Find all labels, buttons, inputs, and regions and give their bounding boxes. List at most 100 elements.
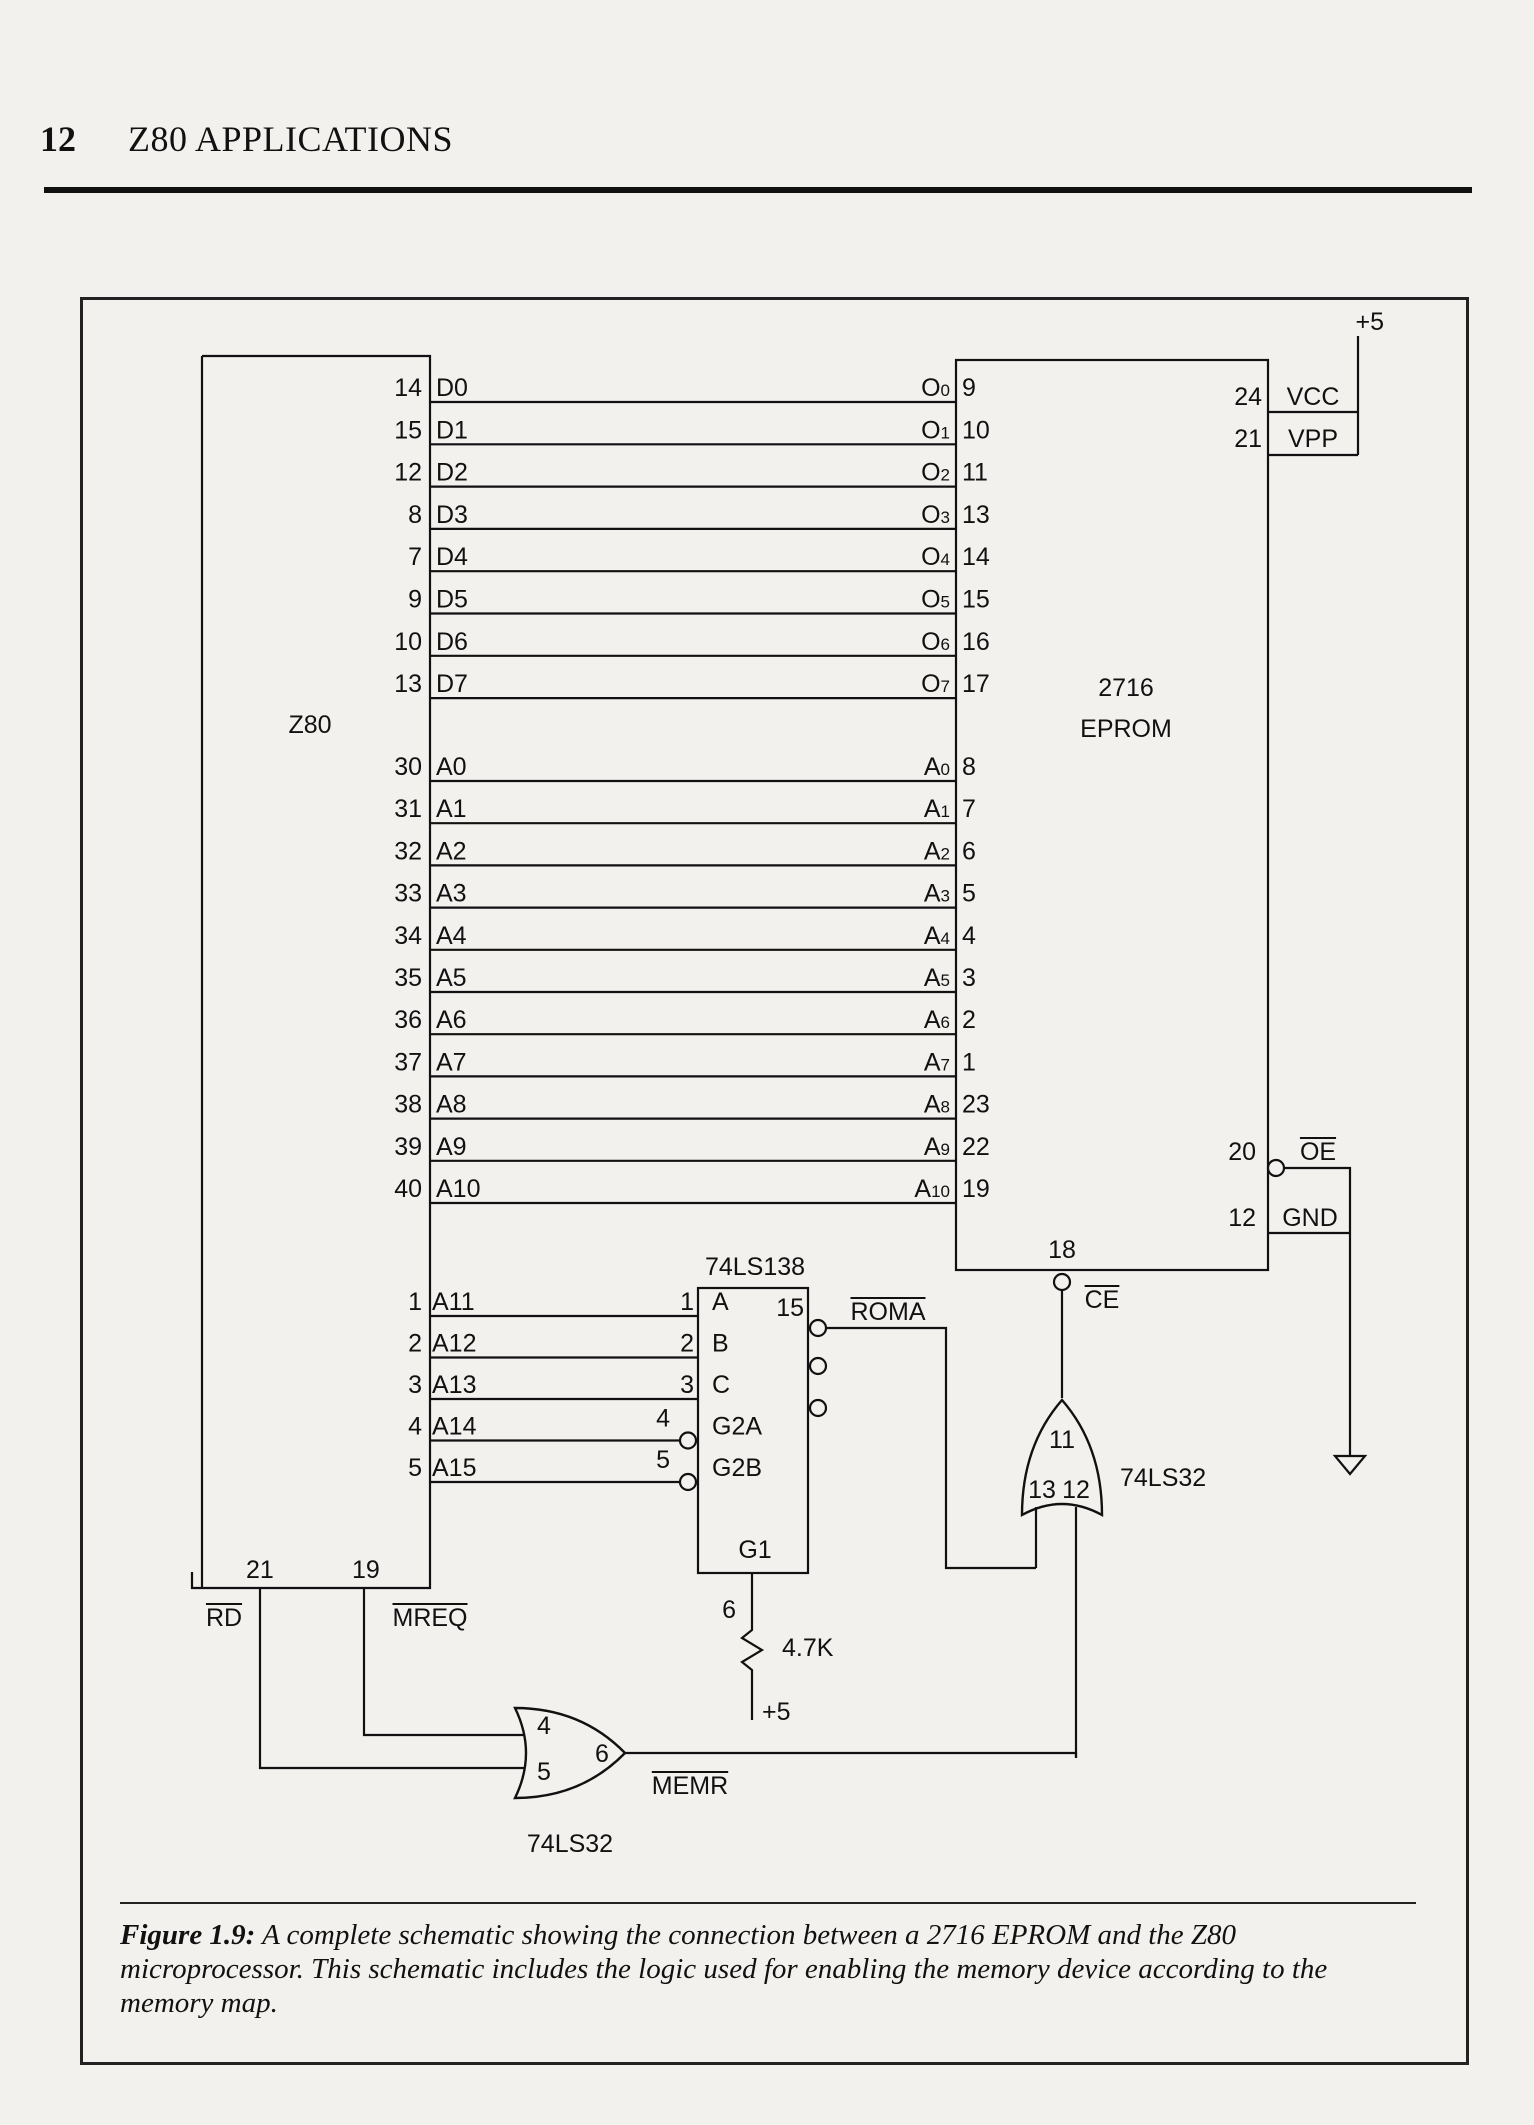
z80-addr-pin-label: A2 (436, 837, 467, 865)
gate-pin-number: 12 (1062, 1476, 1090, 1504)
decoder-pin-number: 4 (656, 1405, 670, 1433)
caption-text: A complete schematic showing the connect… (120, 1919, 1328, 2019)
vpp-label: VPP (1288, 425, 1338, 453)
eprom-data-pin-label: O5 (921, 586, 950, 614)
z80-high-addr-pin-label: A13 (432, 1371, 476, 1399)
z80-label: Z80 (288, 711, 331, 739)
eprom-pin-number: 13 (962, 501, 990, 529)
eprom-pin-number: 6 (962, 837, 976, 865)
z80-pin-number: 36 (394, 1006, 422, 1034)
ce-inversion-bubble (1052, 1272, 1072, 1292)
eprom-pin-number: 16 (962, 628, 990, 656)
z80-outline (190, 354, 432, 1590)
decoder-part-label: 74LS138 (705, 1253, 805, 1281)
eprom-data-pin-label: O4 (921, 543, 950, 571)
z80-high-addr-pin-label: A11 (432, 1288, 475, 1316)
z80-pin-number: 14 (394, 374, 422, 402)
eprom-pin-number: 23 (962, 1091, 990, 1119)
eprom-pin-number: 9 (962, 374, 976, 402)
eprom-addr-pin-label: A4 (924, 922, 950, 950)
eprom-pin-number: 24 (1234, 383, 1262, 411)
figure-caption: Figure 1.9: A complete schematic showing… (120, 1918, 1420, 2020)
z80-pin-number: 3 (408, 1371, 422, 1399)
eprom-pin-number: 22 (962, 1133, 990, 1161)
eprom-addr-pin-label: A1 (924, 795, 950, 823)
z80-data-pin-label: D5 (436, 586, 468, 614)
z80-pin-number: 34 (394, 922, 422, 950)
z80-pin-number: 15 (394, 416, 422, 444)
memr-label: MEMR (652, 1772, 728, 1800)
gate-pin-number: 11 (1049, 1426, 1075, 1454)
or-gate-ce (1020, 1398, 1104, 1518)
z80-addr-pin-label: A8 (436, 1091, 467, 1119)
oe-ground-wire (1284, 1166, 1352, 1440)
running-title: Z80 APPLICATIONS (128, 119, 454, 159)
decoder-output-bubble (808, 1398, 828, 1418)
z80-pin-number: 9 (408, 586, 422, 614)
eprom-pin-number: 21 (1234, 425, 1262, 453)
eprom-data-pin-label: O7 (921, 670, 950, 698)
pullup-resistor (740, 1620, 765, 1720)
decoder-pin-number: 3 (680, 1371, 694, 1399)
eprom-pin-number: 19 (962, 1175, 990, 1203)
eprom-data-pin-label: O0 (921, 374, 950, 402)
eprom-pin-number: 10 (962, 416, 990, 444)
z80-pin-number: 30 (394, 753, 422, 781)
decoder-pin-number: 5 (656, 1446, 670, 1474)
z80-data-pin-label: D4 (436, 543, 468, 571)
z80-pin-number: 37 (394, 1048, 422, 1076)
or-gate-memr (513, 1706, 627, 1800)
eprom-pin-number: 5 (962, 880, 976, 908)
z80-pin-number: 10 (394, 628, 422, 656)
eprom-pin-number: 7 (962, 795, 976, 823)
z80-addr-pin-label: A4 (436, 922, 467, 950)
decoder-input-label: C (712, 1371, 730, 1399)
eprom-addr-pin-label: A7 (924, 1048, 950, 1076)
eprom-pin-number: 12 (1228, 1204, 1256, 1232)
oe-inversion-bubble (1266, 1158, 1286, 1178)
z80-pin-number: 5 (408, 1454, 422, 1482)
z80-pin-number: 38 (394, 1091, 422, 1119)
eprom-pin-number: 4 (962, 922, 976, 950)
eprom-addr-pin-label: A5 (924, 964, 950, 992)
decoder-pin-number: 15 (776, 1294, 804, 1322)
eprom-data-pin-label: O3 (921, 501, 950, 529)
z80-data-pin-label: D7 (436, 670, 468, 698)
z80-pin-number: 2 (408, 1330, 422, 1358)
z80-pin-number: 12 (394, 459, 422, 487)
resistor-supply-label: +5 (762, 1698, 791, 1726)
header-rule (44, 187, 1472, 193)
decoder-g1-label: G1 (738, 1536, 771, 1564)
z80-addr-pin-label: A6 (436, 1006, 467, 1034)
decoder-input-label: B (712, 1330, 729, 1358)
gate-pin-number: 4 (537, 1712, 551, 1740)
z80-data-pin-label: D3 (436, 501, 468, 529)
oe-label: OE (1300, 1138, 1336, 1166)
z80-addr-pin-label: A7 (436, 1048, 467, 1076)
eprom-addr-pin-label: A10 (914, 1175, 950, 1203)
z80-pin-number: 7 (408, 543, 422, 571)
mreq-wire (362, 1588, 525, 1737)
figure-frame (80, 297, 1469, 2065)
ce-label: CE (1085, 1286, 1120, 1314)
z80-addr-pin-label: A5 (436, 964, 467, 992)
eprom-pin-number: 20 (1228, 1138, 1256, 1166)
z80-pin-number: 32 (394, 837, 422, 865)
roma-wire (826, 1326, 1036, 1570)
decoder-enable-bubble (678, 1431, 698, 1450)
z80-addr-pin-label: A0 (436, 753, 467, 781)
eprom-addr-pin-label: A9 (924, 1133, 950, 1161)
z80-data-pin-label: D1 (436, 416, 468, 444)
eprom-addr-pin-label: A8 (924, 1091, 950, 1119)
eprom-addr-pin-label: A6 (924, 1006, 950, 1034)
gate-pin-number: 6 (595, 1740, 609, 1768)
z80-pin-number: 31 (394, 795, 422, 823)
decoder-output-bubble (808, 1318, 828, 1338)
gate-pin-number: 5 (537, 1758, 551, 1786)
eprom-pin-number: 2 (962, 1006, 976, 1034)
eprom-pin-number: 15 (962, 586, 990, 614)
z80-pin-number: 39 (394, 1133, 422, 1161)
eprom-data-pin-label: O1 (921, 416, 950, 444)
z80-addr-pin-label: A9 (436, 1133, 467, 1161)
